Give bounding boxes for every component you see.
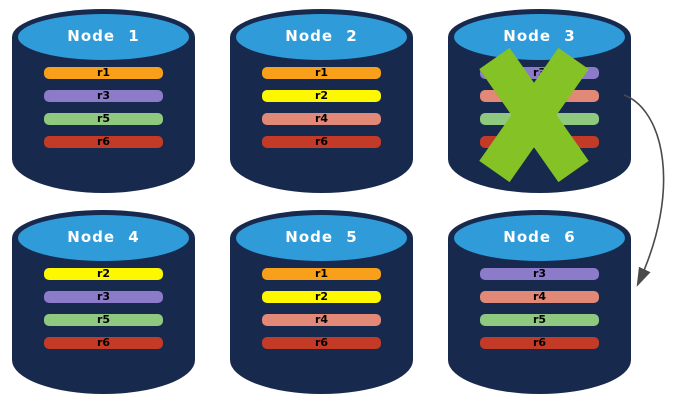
replica-bar: r5 (480, 314, 599, 326)
replica-bar: r1 (262, 67, 381, 79)
cylinder-top-rim: Node 1 (12, 9, 195, 65)
node-title: Node 3 (503, 27, 576, 45)
replica-bar: r6 (262, 337, 381, 349)
node-title: Node 2 (285, 27, 358, 45)
cylinder-top: Node 4 (18, 215, 189, 261)
node-title: Node 6 (503, 228, 576, 246)
cylinder-top: Node 1 (18, 14, 189, 60)
cylinder-top: Node 6 (454, 215, 625, 261)
cylinder-top-rim: Node 6 (448, 210, 631, 266)
replica-bar: r2 (44, 268, 163, 280)
replica-bar: r6 (44, 337, 163, 349)
node-title: Node 1 (67, 27, 140, 45)
cylinder-top-rim: Node 2 (230, 9, 413, 65)
cylinder-top-rim: Node 4 (12, 210, 195, 266)
replica-bar: r6 (480, 337, 599, 349)
node-title: Node 5 (285, 228, 358, 246)
cylinder-top-rim: Node 3 (448, 9, 631, 65)
replica-bar: r4 (262, 314, 381, 326)
replica-bar: r5 (44, 113, 163, 125)
replica-bar: r2 (262, 291, 381, 303)
replica-bar: r1 (262, 268, 381, 280)
node-6-cylinder: Node 6 r3 r4 r5 r6 (448, 210, 631, 394)
replica-bar: r3 (44, 291, 163, 303)
node-4-cylinder: Node 4 r2 r3 r5 r6 (12, 210, 195, 394)
cylinder-top: Node 3 (454, 14, 625, 60)
replica-bar: r3 (44, 90, 163, 102)
cylinder-top: Node 2 (236, 14, 407, 60)
replica-list: r2 r3 r5 r6 (44, 268, 163, 349)
replica-list: r1 r2 r4 r6 (262, 67, 381, 148)
replica-bar: r5 (44, 314, 163, 326)
node-2-cylinder: Node 2 r1 r2 r4 r6 (230, 9, 413, 193)
cylinder-top-rim: Node 5 (230, 210, 413, 266)
failure-x-icon (479, 47, 589, 183)
replica-list: r1 r3 r5 r6 (44, 67, 163, 148)
replica-list: r1 r2 r4 r6 (262, 268, 381, 349)
replica-bar: r2 (262, 90, 381, 102)
node-1-cylinder: Node 1 r1 r3 r5 r6 (12, 9, 195, 193)
replica-bar: r3 (480, 268, 599, 280)
cylinder-top: Node 5 (236, 215, 407, 261)
node-title: Node 4 (67, 228, 140, 246)
replica-bar: r6 (44, 136, 163, 148)
replica-bar: r1 (44, 67, 163, 79)
replica-bar: r6 (262, 136, 381, 148)
replica-list: r3 r4 r5 r6 (480, 268, 599, 349)
node-5-cylinder: Node 5 r1 r2 r4 r6 (230, 210, 413, 394)
replica-bar: r4 (480, 291, 599, 303)
replica-bar: r4 (262, 113, 381, 125)
